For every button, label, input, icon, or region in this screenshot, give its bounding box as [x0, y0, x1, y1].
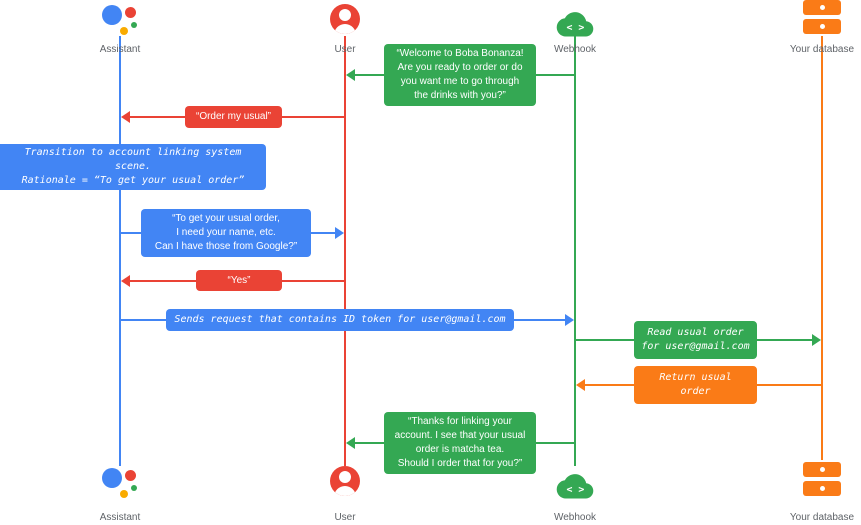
database-bar-bottom: [803, 19, 841, 34]
assistant-logo-icon: [100, 3, 140, 35]
user-icon: [330, 4, 360, 34]
message-order-usual: “Order my usual”: [185, 106, 282, 128]
arrowhead-order-usual: [121, 111, 130, 123]
arrowhead-yes: [121, 275, 130, 287]
actor-label-user: User: [334, 44, 356, 55]
actor-label-assistant: Assistant: [99, 44, 141, 55]
database-icon: [803, 462, 841, 496]
database-dot: [820, 467, 825, 472]
arrowhead-thanks: [346, 437, 355, 449]
user-icon-body: [334, 486, 356, 496]
message-read-order: Read usual order for user@gmail.com: [634, 321, 757, 359]
message-return-order: Return usual order: [634, 366, 757, 404]
arrowhead-read-order: [812, 334, 821, 346]
lifeline-user: [344, 36, 346, 466]
assistant-blue-dot: [102, 468, 122, 488]
user-icon-head: [339, 471, 351, 483]
message-yes: “Yes”: [196, 270, 282, 291]
message-need-info: “To get your usual order, I need your na…: [141, 209, 311, 257]
message-sends-request: Sends request that contains ID token for…: [166, 309, 514, 331]
assistant-yellow-dot: [120, 490, 128, 498]
assistant-logo-icon: [100, 466, 140, 498]
arrowhead-welcome: [346, 69, 355, 81]
database-bar-top: [803, 0, 841, 15]
note-transition-account-linking: Transition to account linking system sce…: [0, 144, 266, 190]
user-icon-body: [334, 24, 356, 34]
assistant-blue-dot: [102, 5, 122, 25]
actor-label-webhook: Webhook: [553, 512, 597, 523]
assistant-green-dot: [131, 485, 137, 491]
message-welcome: “Welcome to Boba Bonanza! Are you ready …: [384, 44, 536, 106]
assistant-green-dot: [131, 22, 137, 28]
arrowhead-need-info: [335, 227, 344, 239]
message-thanks: “Thanks for linking your account. I see …: [384, 412, 536, 474]
database-dot: [820, 5, 825, 10]
user-icon-head: [339, 9, 351, 21]
lifeline-assistant: [119, 36, 121, 466]
user-icon: [330, 466, 360, 496]
arrowhead-sends-request: [565, 314, 574, 326]
database-bar-bottom: [803, 481, 841, 496]
actor-label-webhook: Webhook: [553, 44, 597, 55]
webhook-cloud-icon: < >: [556, 474, 594, 499]
assistant-yellow-dot: [120, 27, 128, 35]
database-bar-top: [803, 462, 841, 477]
database-dot: [820, 24, 825, 29]
webhook-cloud-icon: < >: [556, 12, 594, 37]
webhook-code-glyph: < >: [567, 23, 585, 34]
database-dot: [820, 486, 825, 491]
assistant-red-dot: [125, 7, 136, 18]
arrowhead-return-order: [576, 379, 585, 391]
actor-label-assistant: Assistant: [99, 512, 141, 523]
lifeline-database: [821, 36, 823, 460]
actor-label-database: Your database: [789, 44, 855, 55]
actor-label-user: User: [334, 512, 356, 523]
assistant-red-dot: [125, 470, 136, 481]
lifeline-webhook: [574, 36, 576, 466]
database-icon: [803, 0, 841, 34]
webhook-code-glyph: < >: [567, 485, 585, 496]
actor-label-database: Your database: [789, 512, 855, 523]
